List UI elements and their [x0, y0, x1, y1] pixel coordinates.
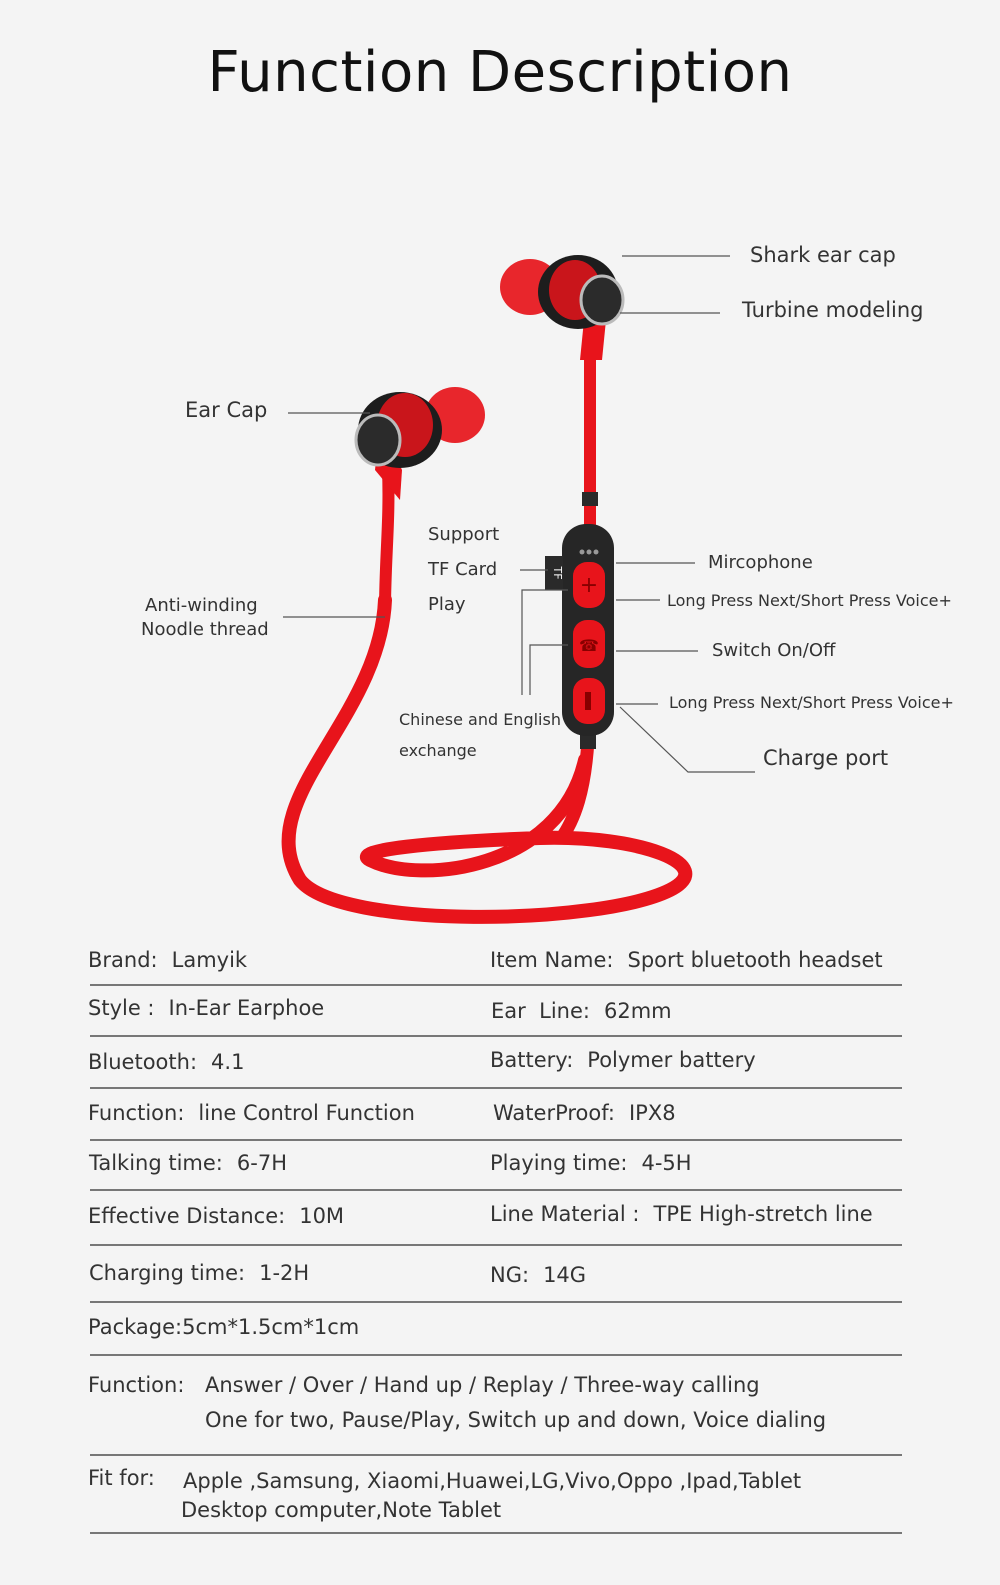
label-switch: Switch On/Off [712, 640, 836, 661]
label-support-3: Play [428, 594, 466, 615]
power-button [573, 620, 605, 668]
spec-row [90, 1250, 902, 1303]
label-ear-cap: Ear Cap [185, 398, 268, 422]
label-shark-ear-cap: Shark ear cap [750, 243, 896, 267]
spec-bluetooth: Bluetooth:4.1 [88, 1050, 245, 1074]
label-volume-plus: Long Press Next/Short Press Voice+ [667, 591, 952, 610]
volume-plus-button [573, 562, 605, 608]
label-support-1: Support [428, 524, 500, 545]
spec-ear-line: Ear Line:62mm [491, 999, 672, 1023]
spec-row [90, 1460, 902, 1534]
spec-row [90, 1144, 902, 1191]
spec-line-material: Line Material :TPE High-stretch line [490, 1202, 873, 1226]
spec-item-name: Item Name:Sport bluetooth headset [490, 948, 883, 972]
product-diagram: + ☎ TF Shark ear cap Turbine modeling Ea… [0, 180, 1000, 940]
spec-function: Function:line Control Function [88, 1101, 415, 1125]
spec-fit-key: Fit for: [88, 1466, 155, 1490]
leader-lines [283, 255, 755, 773]
spec-function2-line2: One for two, Pause/Play, Switch up and d… [205, 1408, 827, 1432]
tf-tag: TF [551, 565, 564, 579]
spec-row [90, 1040, 902, 1089]
svg-text:+: + [580, 573, 598, 598]
label-anti-winding-1: Anti-winding [145, 595, 258, 616]
left-earbud [354, 387, 485, 500]
label-language-2: exchange [399, 741, 477, 760]
spec-fit-line1: Apple ,Samsung, Xiaomi,Huawei,LG,Vivo,Op… [183, 1469, 802, 1493]
cable-loop [281, 593, 693, 924]
spec-distance: Effective Distance:10M [88, 1204, 345, 1228]
left-cable [379, 469, 395, 611]
spec-waterproof: WaterProof:IPX8 [493, 1101, 676, 1125]
spec-ng: NG:14G [490, 1263, 587, 1287]
spec-row [90, 990, 902, 1037]
right-cable-lower [554, 739, 595, 844]
spec-charging-time: Charging time:1-2H [89, 1261, 310, 1285]
label-charge-port: Charge port [763, 746, 889, 770]
page-title: Function Description [207, 40, 793, 105]
spec-function2-key: Function: [88, 1373, 185, 1397]
label-support-2: TF Card [428, 559, 498, 580]
label-turbine-modeling: Turbine modeling [742, 298, 924, 322]
label-volume-minus: Long Press Next/Short Press Voice+ [669, 693, 954, 712]
spec-row [90, 1194, 902, 1246]
spec-row [90, 1360, 902, 1456]
spec-package: Package:5cm*1.5cm*1cm [88, 1315, 360, 1339]
earphone-illustration: + ☎ TF [281, 255, 755, 924]
spec-row [90, 940, 902, 986]
label-microphone: Mircophone [708, 552, 813, 573]
spec-fit-line2: Desktop computer,Note Tablet [181, 1498, 502, 1522]
spec-playing-time: Playing time:4-5H [490, 1151, 692, 1175]
spec-battery: Battery:Polymer battery [490, 1048, 756, 1072]
spec-brand: Brand:Lamyik [88, 948, 248, 972]
svg-text:☎: ☎ [579, 636, 599, 655]
tf-slot [545, 556, 563, 590]
label-anti-winding-2: Noodle thread [141, 619, 269, 640]
spec-talking-time: Talking time:6-7H [89, 1151, 287, 1175]
label-language-1: Chinese and English [399, 710, 561, 729]
right-earbud [500, 255, 625, 360]
spec-row [90, 1306, 902, 1356]
spec-row [90, 1092, 902, 1141]
remote-control: + ☎ TF [545, 524, 614, 736]
spec-style: Style :In-Ear Earphoe [88, 996, 325, 1020]
spec-function2-line1: Answer / Over / Hand up / Replay / Three… [205, 1373, 760, 1397]
